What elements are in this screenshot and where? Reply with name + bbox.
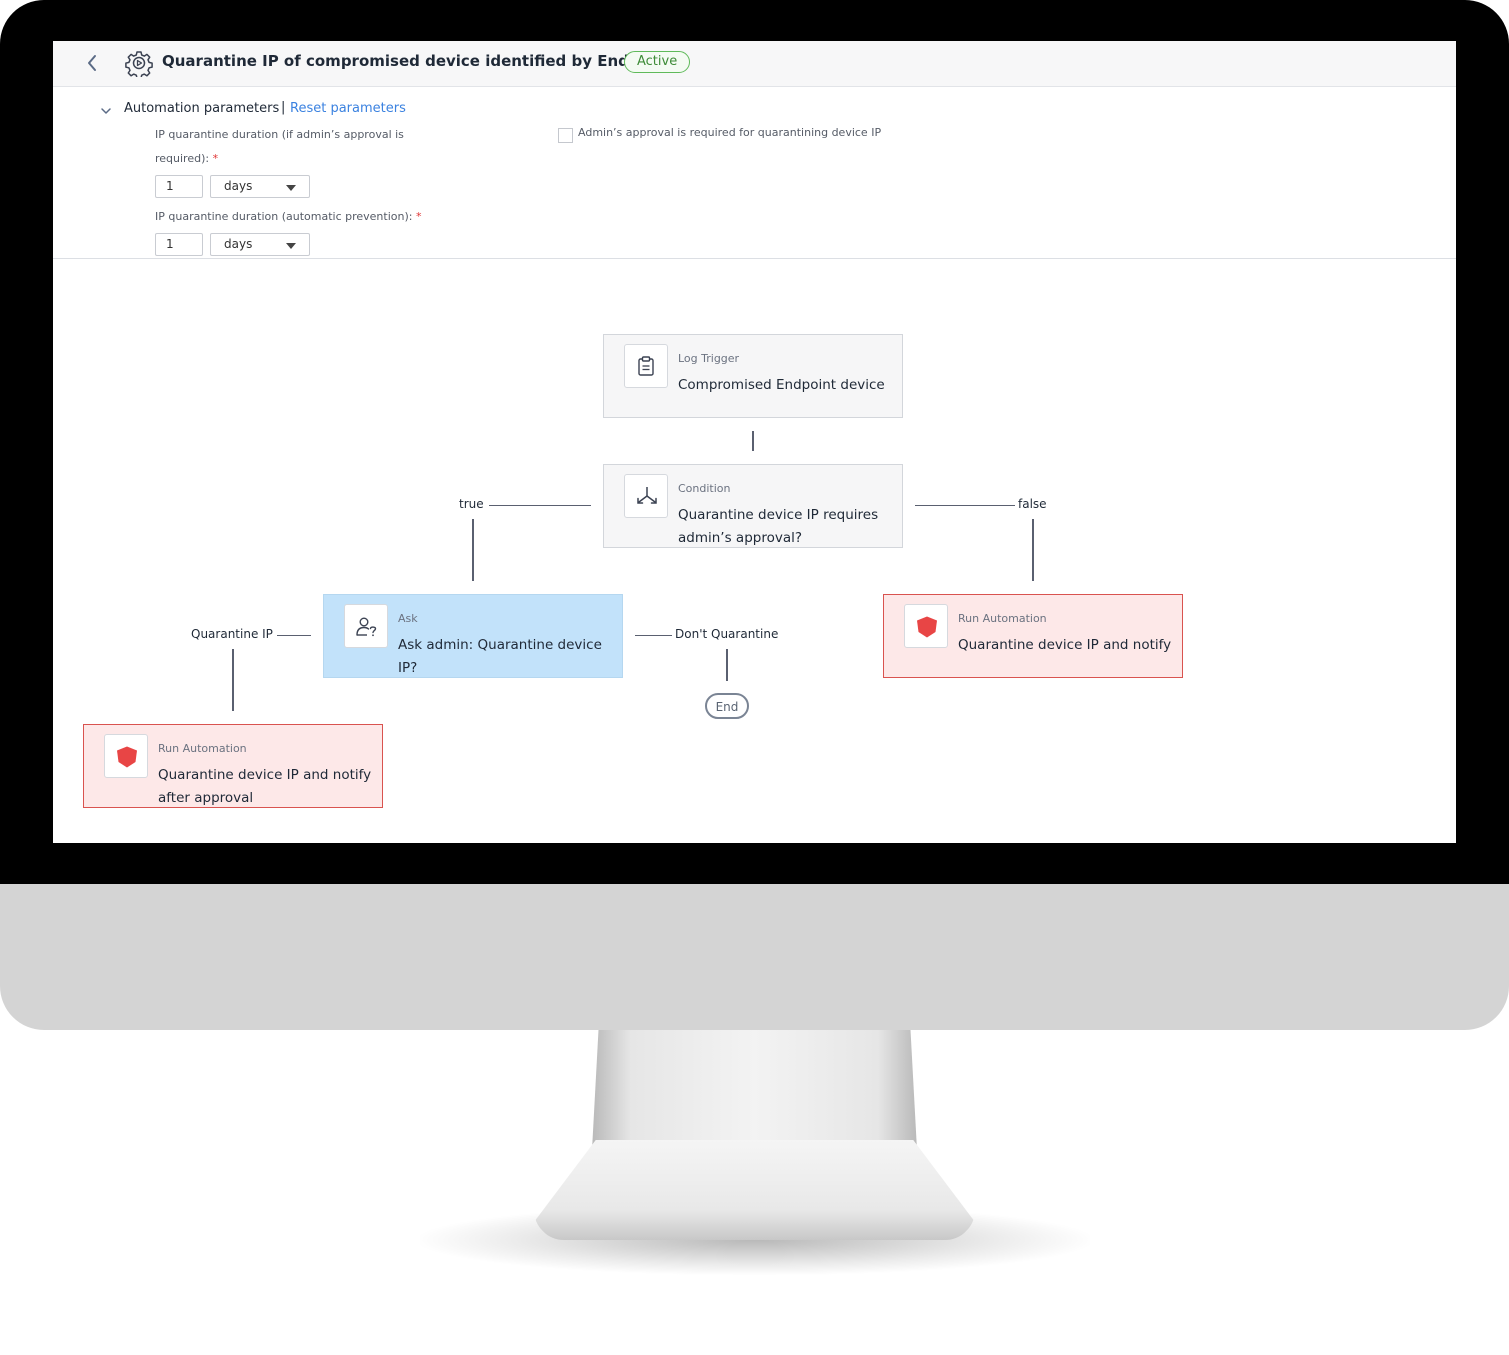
automation-gear-icon	[125, 49, 153, 79]
status-badge: Active	[624, 51, 691, 73]
field1-unit-value: days	[224, 179, 253, 193]
field1-unit-select[interactable]: days	[210, 175, 310, 198]
collapse-toggle[interactable]	[99, 103, 113, 117]
end-node[interactable]: End	[705, 693, 749, 719]
wire-dont-vertical	[726, 649, 728, 681]
page-title: Quarantine IP of compromised device iden…	[162, 52, 673, 70]
required-marker: *	[212, 152, 219, 165]
wire-quarantine-vertical	[232, 649, 234, 711]
shield-icon	[917, 616, 937, 638]
reset-parameters-link[interactable]: Reset parameters	[290, 101, 406, 116]
run-automation-node-left[interactable]: Run Automation Quarantine device IP and …	[83, 724, 383, 808]
chevron-left-icon	[88, 55, 96, 71]
wire-false-horizontal	[915, 505, 1015, 506]
field2-label: IP quarantine duration (automatic preven…	[155, 205, 421, 229]
field2-unit-value: days	[224, 237, 253, 251]
run-type: Run Automation	[958, 612, 1047, 625]
clipboard-icon	[638, 356, 654, 376]
trigger-type: Log Trigger	[678, 352, 740, 365]
field2-unit-select[interactable]: days	[210, 233, 310, 256]
wire-false-vertical	[1032, 519, 1034, 581]
field1-label-text: required):	[155, 152, 210, 165]
branch-split-icon	[637, 487, 657, 504]
condition-type: Condition	[678, 482, 731, 495]
run-type: Run Automation	[158, 742, 247, 755]
wire-true-vertical	[472, 519, 474, 581]
edge-label-quarantine: Quarantine IP	[189, 627, 275, 641]
trigger-icon-box	[624, 344, 668, 388]
condition-node[interactable]: Condition Quarantine device IP requires …	[603, 464, 903, 548]
user-question-icon	[356, 617, 377, 637]
shield-icon	[117, 746, 137, 768]
run-label: Quarantine device IP and notify after ap…	[158, 767, 372, 806]
field2-value-input[interactable]: 1	[155, 233, 203, 256]
monitor-stand-base	[534, 1140, 975, 1240]
app-screen: Quarantine IP of compromised device iden…	[53, 41, 1456, 843]
log-trigger-node[interactable]: Log Trigger Compromised Endpoint device	[603, 334, 903, 418]
title-separator: |	[281, 100, 286, 115]
back-button[interactable]	[81, 51, 105, 75]
required-marker: *	[415, 210, 422, 223]
admin-approval-checkbox[interactable]	[558, 128, 573, 143]
field2-label-text: IP quarantine duration (automatic preven…	[155, 210, 413, 223]
automation-parameters-panel: Automation parameters | Reset parameters…	[53, 87, 1456, 259]
admin-approval-label: Admin’s approval is required for quarant…	[578, 126, 882, 139]
wire-quarantine-horizontal	[277, 635, 311, 636]
dropdown-arrow-icon	[286, 185, 296, 191]
edge-label-false: false	[1016, 497, 1049, 511]
ask-label: Ask admin: Quarantine device IP?	[398, 637, 602, 676]
edge-label-true: true	[457, 497, 486, 511]
chevron-down-icon	[101, 108, 111, 114]
run-label: Quarantine device IP and notify	[958, 637, 1172, 653]
field1-value-input[interactable]: 1	[155, 175, 203, 198]
dropdown-arrow-icon	[286, 243, 296, 249]
run-automation-node-right[interactable]: Run Automation Quarantine device IP and …	[883, 594, 1183, 678]
run-icon-box	[104, 734, 148, 778]
wire-true-horizontal	[489, 505, 591, 506]
run-icon-box	[904, 604, 948, 648]
field1-label-line1: IP quarantine duration (if admin’s appro…	[155, 128, 404, 141]
trigger-label: Compromised Endpoint device	[678, 377, 885, 393]
wire-dont-horizontal	[635, 635, 672, 636]
condition-icon-box	[624, 474, 668, 518]
field1-label-line2: required): *	[155, 147, 218, 171]
condition-label: Quarantine device IP requires admin’s ap…	[678, 507, 879, 546]
ask-icon-box	[344, 604, 388, 648]
parameters-title: Automation parameters	[124, 101, 280, 116]
ask-type: Ask	[398, 612, 418, 625]
ask-admin-node[interactable]: Ask Ask admin: Quarantine device IP?	[323, 594, 623, 678]
wire-trigger-condition	[752, 431, 754, 451]
edge-label-dont-quarantine: Don't Quarantine	[673, 627, 781, 641]
page-header: Quarantine IP of compromised device iden…	[53, 41, 1456, 87]
